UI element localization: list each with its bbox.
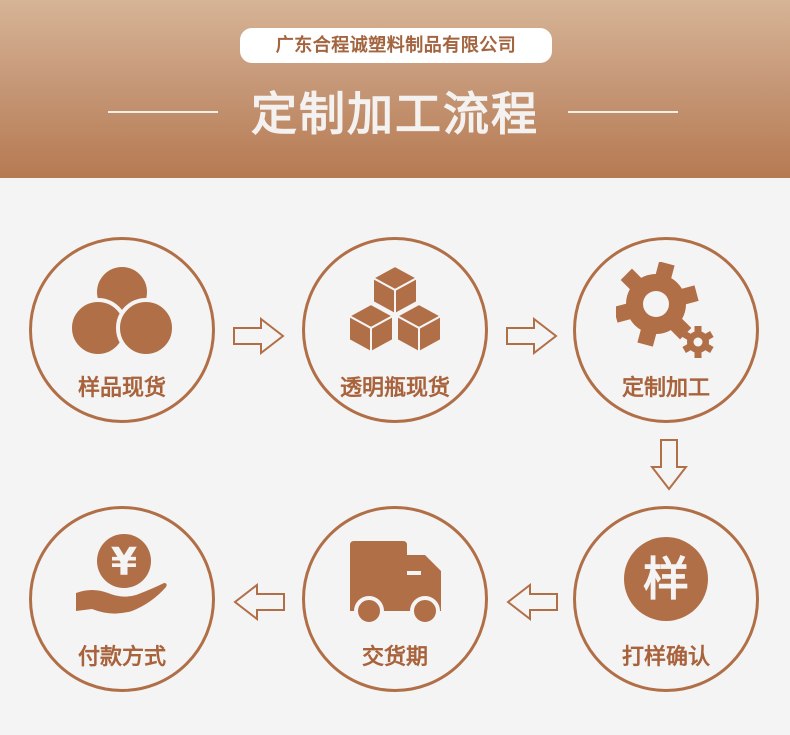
page-title: 定制加工流程 xyxy=(251,87,539,141)
yuan-hand-icon: ¥ xyxy=(32,531,212,631)
arrow-down-icon xyxy=(650,439,688,491)
step-delivery-time: 交货期 xyxy=(302,506,488,692)
step-label: 打样确认 xyxy=(621,645,710,670)
step-sample-confirmation: 样 打样确认 xyxy=(573,506,759,692)
cubes-icon xyxy=(305,262,485,362)
gears-icon xyxy=(576,262,756,362)
step-custom-processing: 定制加工 xyxy=(573,237,759,423)
truck-icon xyxy=(305,531,485,631)
svg-text:¥: ¥ xyxy=(111,540,137,584)
step-label: 样品现货 xyxy=(77,376,166,401)
step-label: 透明瓶现货 xyxy=(339,376,450,401)
arrow-left-icon xyxy=(506,583,558,621)
company-name-pill: 广东合程诚塑料制品有限公司 xyxy=(240,28,552,63)
svg-text:样: 样 xyxy=(643,552,689,606)
title-left-rule xyxy=(108,111,218,113)
step-clear-bottle-stock: 透明瓶现货 xyxy=(302,237,488,423)
sample-badge-icon: 样 xyxy=(576,531,756,631)
three-circles-icon xyxy=(32,262,212,362)
step-label: 交货期 xyxy=(361,645,428,670)
step-sample-stock: 样品现货 xyxy=(29,237,215,423)
step-label: 定制加工 xyxy=(621,376,710,401)
arrow-left-icon xyxy=(233,583,285,621)
step-label: 付款方式 xyxy=(77,645,166,670)
step-payment-method: ¥ 付款方式 xyxy=(29,506,215,692)
arrow-right-icon xyxy=(506,317,558,355)
arrow-right-icon xyxy=(233,317,285,355)
title-right-rule xyxy=(568,111,678,113)
header-banner: 广东合程诚塑料制品有限公司 定制加工流程 xyxy=(0,0,790,178)
